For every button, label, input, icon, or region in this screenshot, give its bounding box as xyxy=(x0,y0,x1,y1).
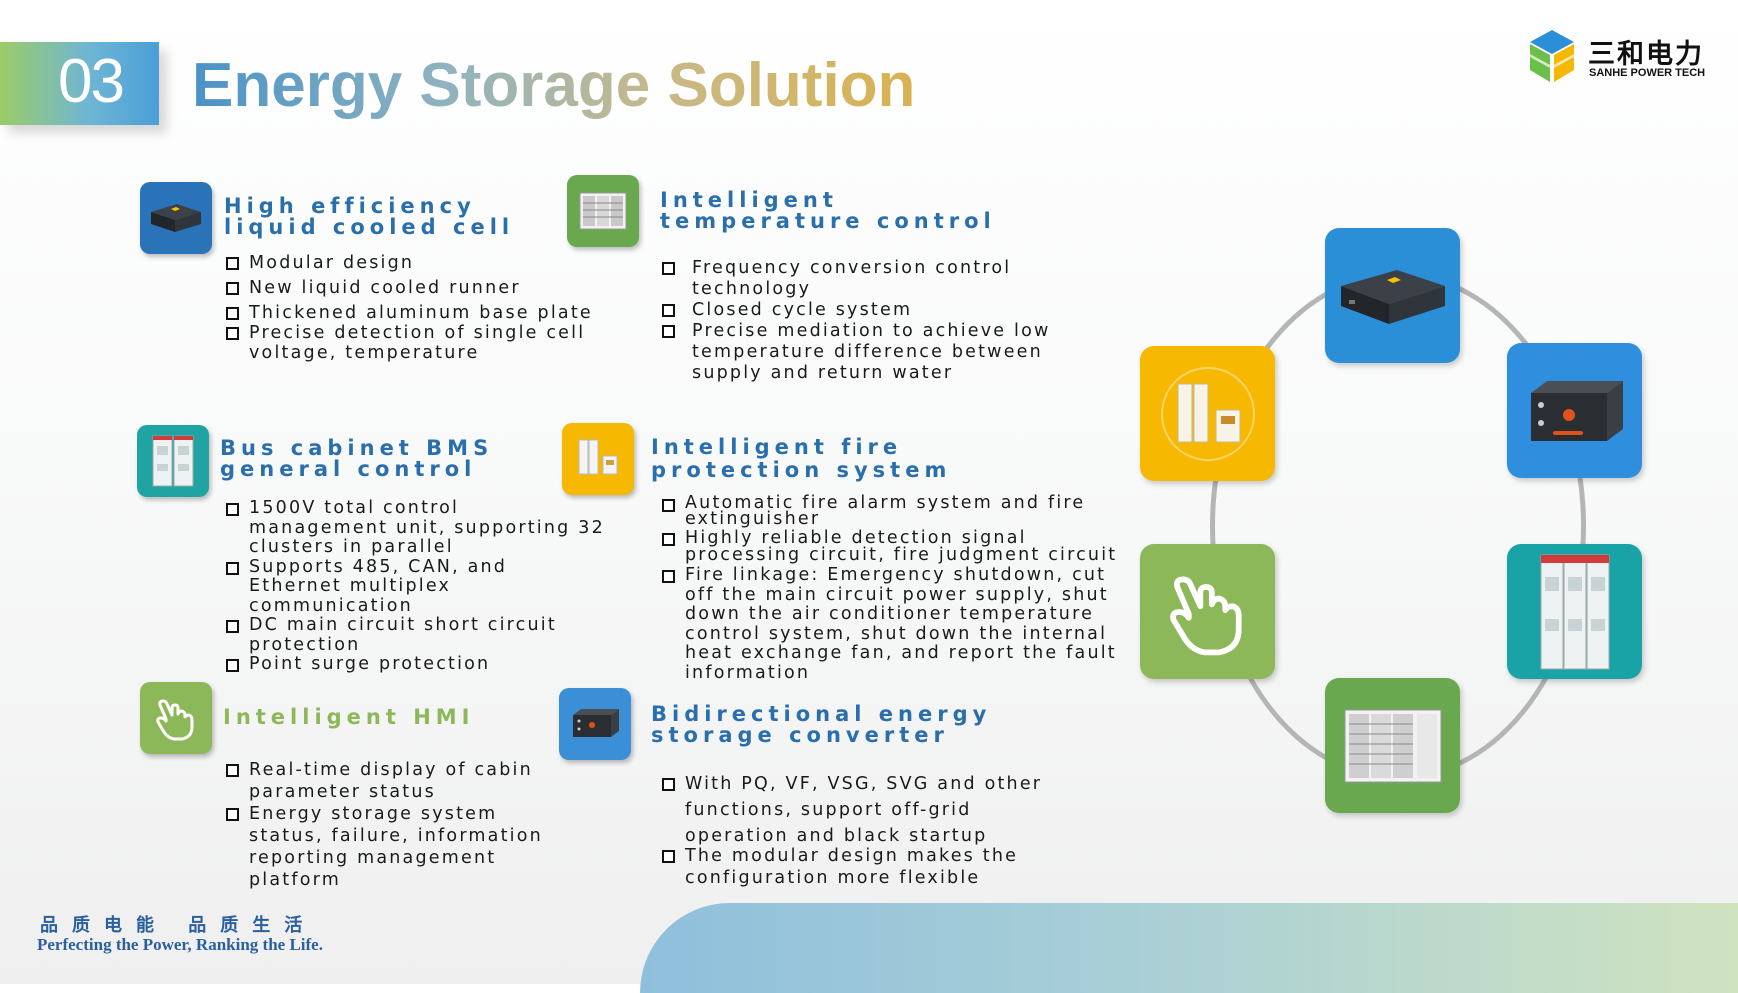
checkbox-square-icon xyxy=(226,808,239,821)
list-item: Modular design xyxy=(225,253,593,273)
company-logo-icon xyxy=(1530,30,1574,82)
checkbox-square-icon xyxy=(662,850,675,863)
footer-slogan-chinese: 品质电能 品质生活 xyxy=(40,915,317,936)
intelligent-hmi-tile xyxy=(140,682,212,754)
liquid-cooled-cell-tile xyxy=(140,182,212,254)
section-number: 03 xyxy=(58,47,125,116)
server-rack-icon xyxy=(1344,709,1441,782)
list-item: Real-time display of cabin parameter sta… xyxy=(225,759,543,803)
diagram-node-battery xyxy=(1325,228,1460,363)
converter-icon xyxy=(1530,380,1623,441)
checkbox-square-icon xyxy=(662,570,675,583)
list-item: 1500V total control management unit, sup… xyxy=(225,498,605,558)
list-item: Frequency conversion control technology xyxy=(661,258,1051,300)
checkbox-square-icon xyxy=(662,262,675,275)
temperature-control-tile xyxy=(567,175,639,247)
list-item: Precise detection of single cell voltage… xyxy=(225,323,593,363)
converter-icon xyxy=(573,709,619,737)
bullet-list-fire-protection: Automatic fire alarm system and fire ext… xyxy=(661,494,1117,683)
section-title-intelligent-hmi: Intelligent HMI xyxy=(223,705,475,729)
touch-hand-icon xyxy=(156,699,194,741)
diagram-node-hmi xyxy=(1140,544,1275,679)
bullet-list-liquid-cooled-cell: Modular design New liquid cooled runner … xyxy=(225,253,593,363)
footer-slogan-english: Perfecting the Power, Ranking the Life. xyxy=(37,935,323,954)
fire-system-icon xyxy=(578,439,618,475)
checkbox-square-icon xyxy=(226,503,239,516)
checkbox-square-icon xyxy=(226,307,239,320)
list-item: Supports 485, CAN, and Ethernet multiple… xyxy=(225,557,605,617)
cabinet-icon xyxy=(1540,554,1609,669)
battery-pack-icon xyxy=(151,204,201,232)
bullet-list-bus-cabinet-bms: 1500V total control management unit, sup… xyxy=(225,498,605,675)
list-item: DC main circuit short circuit protection xyxy=(225,615,605,655)
diagram-node-converter xyxy=(1507,343,1642,478)
list-item: Fire linkage: Emergency shutdown, cut of… xyxy=(661,565,1117,683)
checkbox-square-icon xyxy=(226,620,239,633)
bus-cabinet-bms-tile xyxy=(137,425,209,497)
checkbox-square-icon xyxy=(662,325,675,338)
diagram-node-cabinet xyxy=(1507,544,1642,679)
checkbox-square-icon xyxy=(662,533,675,546)
bullet-list-temperature-control: Frequency conversion control technology … xyxy=(661,258,1051,384)
footer-wave-decoration xyxy=(640,903,1738,993)
checkbox-square-icon xyxy=(226,659,239,672)
list-item: Thickened aluminum base plate xyxy=(225,303,593,323)
list-item: Point surge protection xyxy=(225,654,605,675)
battery-pack-icon xyxy=(1340,269,1445,324)
list-item: Precise mediation to achieve low tempera… xyxy=(661,321,1051,384)
bullet-list-energy-converter: With PQ, VF, VSG, SVG and other function… xyxy=(661,771,1042,889)
logo-chinese-name: 三和电力 xyxy=(1588,39,1704,70)
page-title: Energy Storage Solution xyxy=(192,51,916,120)
checkbox-square-icon xyxy=(226,257,239,270)
checkbox-square-icon xyxy=(226,764,239,777)
list-item: Automatic fire alarm system and fire ext… xyxy=(661,494,1117,527)
logo-english-name: SANHE POWER TECH xyxy=(1589,67,1706,79)
bullet-list-intelligent-hmi: Real-time display of cabin parameter sta… xyxy=(225,759,543,891)
checkbox-square-icon xyxy=(662,304,675,317)
energy-converter-tile xyxy=(559,688,631,760)
list-item: The modular design makes the configurati… xyxy=(661,845,1042,889)
checkbox-square-icon xyxy=(662,499,675,512)
fire-system-icon xyxy=(1160,366,1255,461)
section-number-badge xyxy=(0,42,159,125)
checkbox-square-icon xyxy=(226,561,239,575)
diagram-node-rack xyxy=(1325,678,1460,813)
list-item: Closed cycle system xyxy=(661,300,1051,321)
checkbox-square-icon xyxy=(662,778,675,791)
list-item: Energy storage system status, failure, i… xyxy=(225,803,543,891)
diagram-node-fire xyxy=(1140,346,1275,481)
touch-hand-icon xyxy=(1169,575,1242,655)
list-item: With PQ, VF, VSG, SVG and other function… xyxy=(661,771,1042,849)
checkbox-square-icon xyxy=(226,327,239,340)
cabinet-icon xyxy=(152,435,194,487)
fire-protection-tile xyxy=(562,423,634,495)
server-rack-icon xyxy=(579,192,627,230)
list-item: New liquid cooled runner xyxy=(225,278,593,298)
checkbox-square-icon xyxy=(226,282,239,295)
list-item: Highly reliable detection signal process… xyxy=(661,529,1117,564)
